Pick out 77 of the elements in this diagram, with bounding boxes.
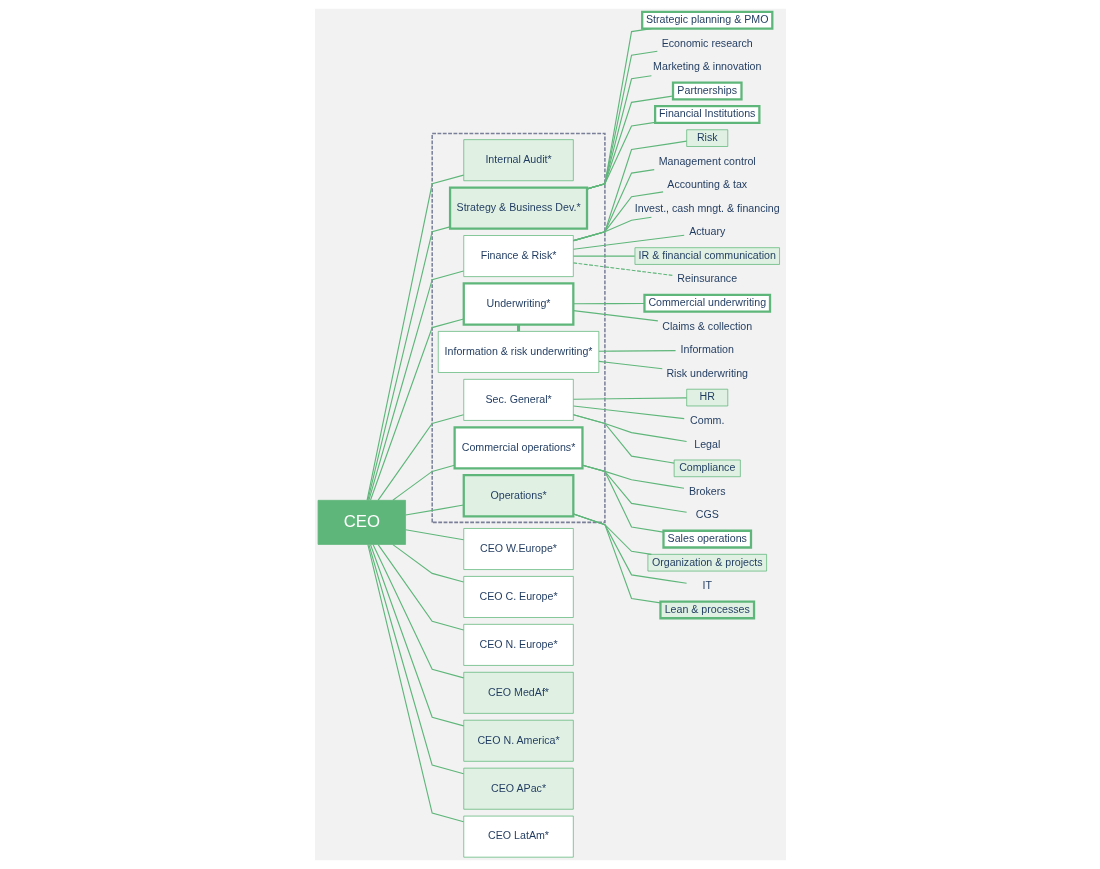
cluster — [430, 132, 606, 524]
connector — [369, 544, 464, 727]
connector — [572, 255, 635, 257]
connector — [572, 140, 687, 242]
connector — [366, 226, 450, 501]
node-box: Lean & processes — [658, 600, 755, 620]
connector — [366, 543, 464, 823]
connector — [572, 169, 655, 242]
node-box: Sec. General* — [462, 378, 574, 421]
node-box: Financial Institutions — [653, 105, 760, 125]
node-text: Risk underwriting — [665, 366, 748, 379]
node-box: HR — [685, 388, 728, 407]
connector — [597, 350, 676, 352]
node-text: Marketing & innovation — [652, 60, 761, 73]
node-text: Legal — [693, 437, 720, 450]
connector — [572, 513, 661, 604]
node-box: Commercial operations* — [453, 426, 584, 470]
connector — [404, 529, 464, 541]
node-box: CEO APac* — [462, 767, 574, 810]
connector — [581, 464, 664, 533]
node-box: Finance & Risk* — [462, 235, 574, 277]
connector — [586, 95, 674, 190]
connector — [367, 544, 464, 775]
node-box: Commercial underwriting — [642, 293, 771, 313]
node-box: Internal Audit* — [462, 139, 574, 182]
node-box: Risk — [685, 129, 728, 147]
node-box: CEO N. Europe* — [462, 623, 574, 666]
node-text: Brokers — [688, 484, 726, 497]
connector — [391, 544, 464, 583]
node-box: Strategy & Business Dev.* — [448, 186, 588, 230]
node-text: Reinsurance — [676, 272, 737, 285]
node-box: CEO — [317, 499, 406, 545]
connector — [586, 121, 656, 190]
connector — [572, 191, 664, 242]
node-box: CEO N. America* — [462, 719, 574, 762]
node-box: Sales operations — [661, 529, 752, 549]
node-text: Management control — [658, 154, 756, 167]
node-box: CEO MedAf* — [462, 671, 574, 714]
node-text: Information — [680, 343, 734, 356]
node-text: Invest., cash mngt. & financing — [634, 201, 780, 214]
node-box: IR & financial communication — [634, 247, 780, 265]
connector — [369, 318, 464, 501]
node-text: CGS — [695, 508, 719, 521]
connector — [572, 216, 652, 242]
connector — [572, 397, 687, 400]
node-box: Compliance — [673, 459, 741, 478]
connector — [404, 504, 464, 516]
connector — [572, 310, 658, 322]
node-text: Economic research — [661, 36, 753, 49]
connector — [586, 50, 658, 190]
connector — [377, 544, 464, 631]
node-text: Actuary — [688, 225, 725, 238]
node-box: CEO W.Europe* — [462, 528, 574, 570]
node-box: Partnerships — [671, 81, 743, 101]
connector — [377, 414, 464, 501]
connector — [366, 174, 464, 501]
connector — [572, 302, 645, 305]
node-box: Underwriting* — [462, 282, 574, 326]
node-box: Information & risk underwriting* — [437, 331, 599, 373]
node-text: Accounting & tax — [666, 178, 747, 191]
connector — [391, 464, 455, 501]
connector — [572, 405, 685, 420]
connector — [572, 234, 685, 250]
connector — [516, 324, 520, 332]
node-text: Comm. — [689, 414, 724, 426]
node-box: Organization & projects — [647, 553, 767, 572]
node-box: CEO C. Europe* — [462, 576, 574, 618]
connector — [572, 262, 673, 276]
node-box: Strategic planning & PMO — [640, 10, 773, 30]
connector — [597, 360, 663, 370]
node-text: Claims & collection — [661, 319, 752, 332]
node-box: CEO LatAm* — [462, 815, 574, 858]
connector — [572, 414, 675, 464]
node-text: IT — [702, 579, 712, 592]
connector — [372, 544, 464, 679]
connector — [367, 270, 464, 501]
node-box: Operations* — [462, 474, 574, 518]
